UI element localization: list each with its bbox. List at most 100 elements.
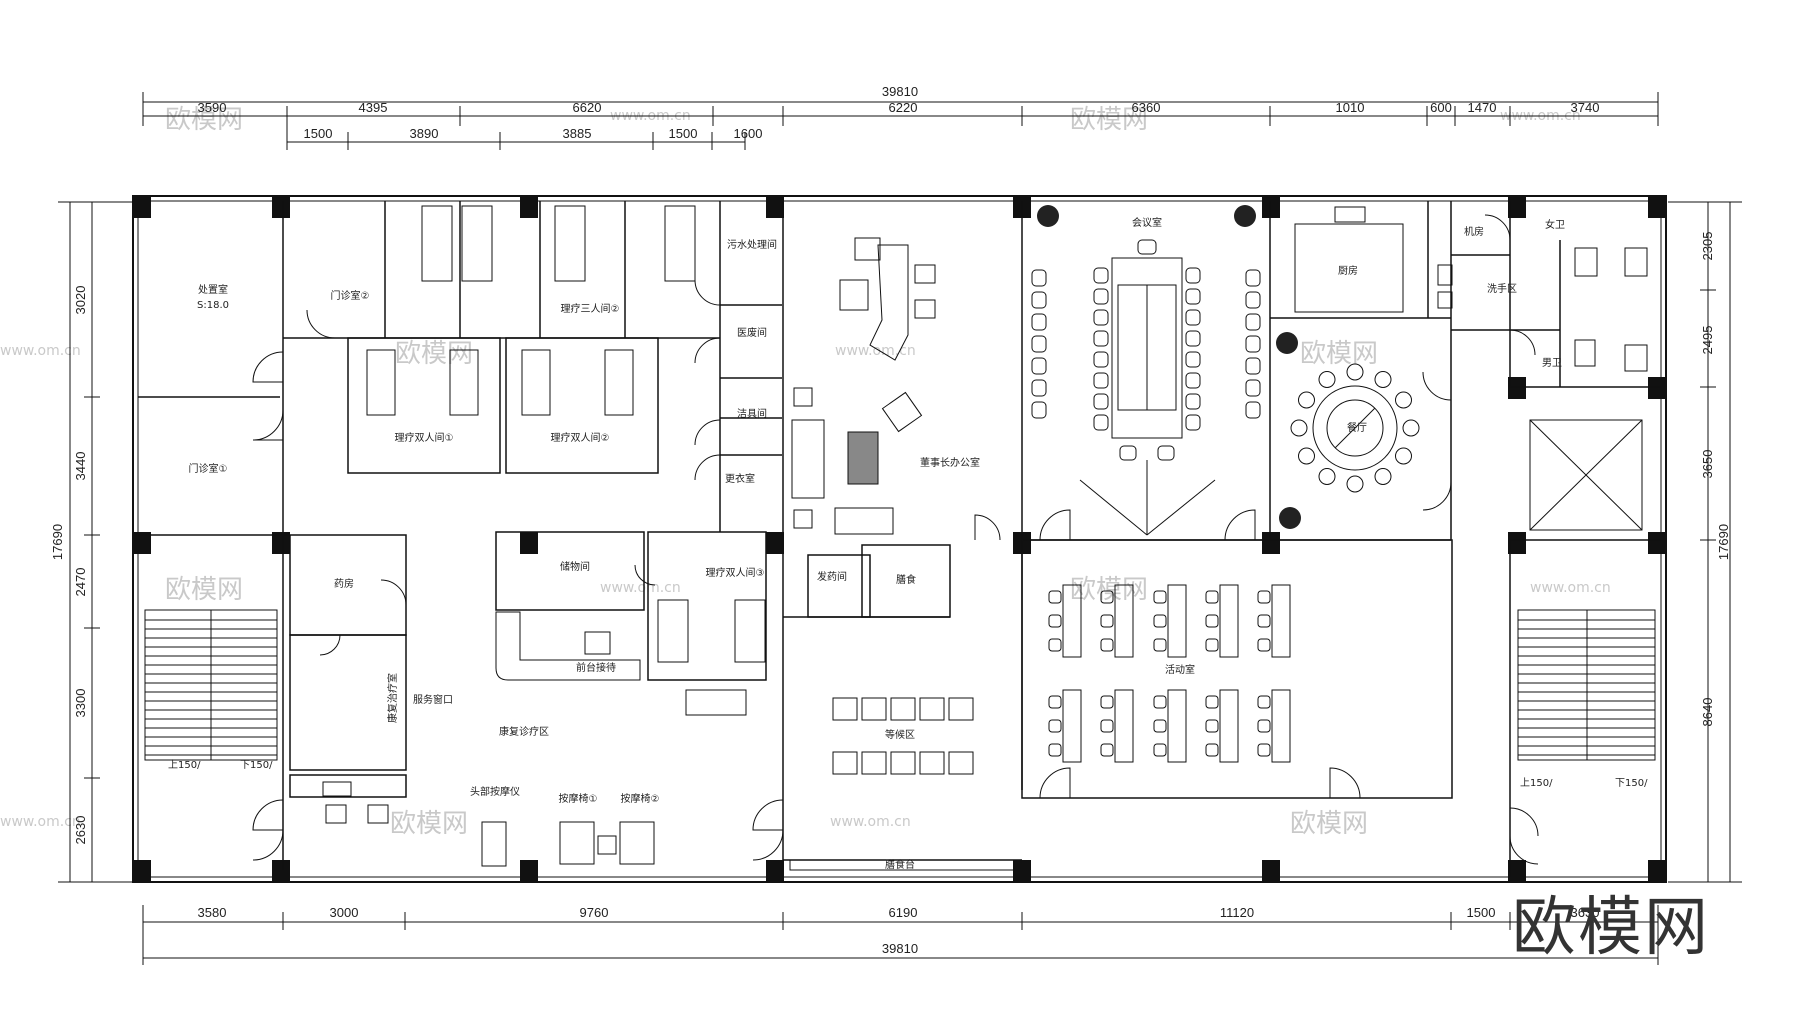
activity-chair — [1257, 743, 1271, 757]
waiting-chair — [861, 751, 887, 775]
label-rehab-room: 康复治疗室 — [386, 673, 399, 723]
dim-right-1: 2305 — [1700, 232, 1715, 261]
label-washroom: 洗手区 — [1487, 282, 1517, 295]
dim-top-1: 3590 — [198, 100, 227, 115]
wall-chair — [1031, 357, 1047, 375]
label-double2: 理疗双人间② — [551, 431, 610, 444]
waiting-chair — [919, 697, 945, 721]
activity-chair — [1205, 590, 1219, 604]
bottom-dimensions — [142, 905, 1659, 965]
label-waste: 医废间 — [737, 326, 767, 339]
activity-chair — [1153, 743, 1167, 757]
label-kitchen: 厨房 — [1338, 264, 1358, 277]
reception-counter — [495, 611, 747, 716]
dim-top2-3: 3885 — [563, 126, 592, 141]
stair-down-label: 下150/ — [240, 760, 273, 771]
dim-bottom-4: 6190 — [889, 905, 918, 920]
room-labels: 处置室 S:18.0 门诊室① 门诊室② 理疗三人间② 污水处理间 医废间 洁具… — [189, 216, 1565, 871]
stair-up-label: 上150/ — [1520, 777, 1553, 789]
label-male-wc: 男卫 — [1542, 357, 1562, 369]
dim-left-5: 2630 — [73, 816, 88, 845]
meeting-chair — [1185, 393, 1201, 410]
activity-chair — [1205, 743, 1219, 757]
meeting-chair — [1185, 372, 1201, 389]
dim-bottom-5: 11120 — [1220, 905, 1254, 920]
activity-chair — [1205, 719, 1219, 733]
dim-bottom-3: 9760 — [580, 905, 609, 920]
brand-logo: 欧模网 — [1512, 891, 1710, 965]
dim-left-3: 2470 — [73, 568, 88, 597]
activity-chair — [1048, 590, 1062, 604]
activity-desk — [1167, 689, 1187, 763]
meeting-table — [1111, 257, 1183, 439]
meeting-chair — [1093, 330, 1109, 347]
activity-chair — [1100, 719, 1114, 733]
stair-down-label: 下150/ — [1615, 778, 1648, 789]
wall-chair — [1031, 269, 1047, 287]
wall-chair — [1245, 291, 1261, 309]
dining-chair — [1346, 363, 1364, 381]
dim-top-9: 3740 — [1571, 100, 1600, 115]
wall-chair — [1245, 313, 1261, 331]
meeting-chair — [1185, 309, 1201, 326]
dim-top-3: 6620 — [573, 100, 602, 115]
toilet-fixtures — [1437, 247, 1648, 372]
activity-chair — [1048, 638, 1062, 652]
meeting-chair — [1137, 239, 1157, 255]
dining-chair — [1298, 391, 1315, 409]
label-clinic1: 门诊室① — [189, 462, 228, 475]
dim-bottom-2: 3000 — [330, 905, 359, 920]
label-pharmacy: 药房 — [334, 577, 354, 590]
beds — [366, 205, 766, 663]
meeting-chair — [1119, 445, 1137, 461]
dim-top-6: 1010 — [1336, 100, 1365, 115]
dining-chair — [1374, 468, 1392, 485]
top-dimensions — [142, 92, 1659, 143]
massage-chairs — [322, 781, 655, 867]
dim-left-2: 3440 — [73, 452, 88, 481]
label-meeting: 会议室 — [1132, 216, 1162, 229]
label-triple-room: 理疗三人间② — [561, 302, 620, 315]
label-dispensary: 发药间 — [817, 570, 847, 583]
kitchen-counter — [1294, 206, 1404, 313]
dining-chair — [1298, 447, 1315, 465]
wall-chair — [1245, 357, 1261, 375]
meeting-chair — [1093, 267, 1109, 284]
label-changing: 更衣室 — [725, 472, 755, 485]
label-machine: 机房 — [1464, 225, 1484, 238]
dining-chair — [1402, 419, 1420, 437]
dim-left-1: 3020 — [73, 286, 88, 315]
activity-desk — [1167, 584, 1187, 658]
activity-chair — [1100, 695, 1114, 709]
watermark-logo: 欧模网 — [1070, 105, 1148, 135]
wall-chair — [1245, 401, 1261, 419]
label-meal-counter: 膳食台 — [885, 858, 915, 871]
wall-chair — [1031, 379, 1047, 397]
watermark-logo: 欧模网 — [1070, 575, 1148, 605]
watermark-logo: 欧模网 — [390, 809, 468, 839]
plants — [1037, 205, 1301, 529]
dining-chair — [1374, 371, 1392, 388]
waiting-chair — [832, 751, 858, 775]
meeting-chair — [1093, 393, 1109, 410]
meeting-chair — [1093, 414, 1109, 431]
waiting-chair — [861, 697, 887, 721]
dim-top-4: 6220 — [889, 100, 918, 115]
wall-chair — [1031, 313, 1047, 331]
label-chairman: 董事长办公室 — [920, 456, 980, 469]
waiting-chairs — [832, 697, 974, 775]
activity-desk — [1219, 584, 1239, 658]
activity-chair — [1100, 743, 1114, 757]
dim-bottom-1: 3580 — [198, 905, 227, 920]
watermark-url: www.om.cn — [0, 814, 81, 830]
activity-chair — [1048, 719, 1062, 733]
activity-chair — [1153, 719, 1167, 733]
right-dimensions — [1668, 201, 1742, 883]
dim-top2-1: 1500 — [304, 126, 333, 141]
door-swings — [252, 214, 1539, 865]
label-storage: 储物间 — [560, 560, 590, 573]
activity-chair — [1153, 695, 1167, 709]
meeting-chair — [1093, 351, 1109, 368]
label-treatment-area: S:18.0 — [197, 300, 229, 311]
dim-bottom-6: 1500 — [1467, 905, 1496, 920]
